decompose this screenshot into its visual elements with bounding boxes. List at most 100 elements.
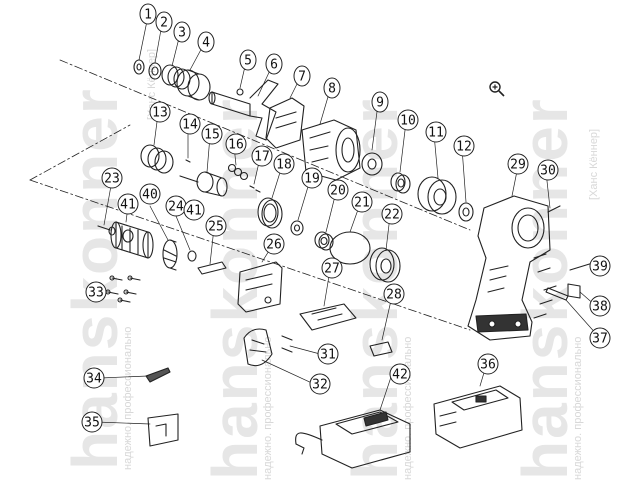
part-25-brush-plate [197, 261, 227, 275]
part-11-ring-gear [417, 176, 457, 215]
callout-number: 39 [592, 260, 608, 275]
callout-number: 5 [244, 54, 252, 69]
callout-6: 6 [265, 53, 283, 75]
callout-number: 27 [324, 262, 340, 277]
callout-number: 9 [376, 96, 384, 111]
callout-25: 25 [205, 215, 227, 237]
callout-number: 22 [384, 208, 400, 223]
callout-24: 24 [165, 195, 187, 217]
callout-26: 26 [263, 233, 285, 255]
assembly-axis-lower [29, 124, 131, 181]
part-14-pin [185, 159, 191, 163]
callout-38: 38 [589, 295, 611, 317]
callout-number: 4 [202, 36, 210, 51]
part-7-hammer [265, 97, 305, 149]
callout-11: 11 [425, 121, 447, 143]
callout-2: 2 [155, 11, 173, 33]
callout-10: 10 [397, 109, 419, 131]
callout-14: 14 [179, 113, 201, 135]
callout-12: 12 [453, 135, 475, 157]
callout-number: 7 [298, 70, 306, 85]
part-12-washer [458, 202, 474, 222]
callout-number: 16 [228, 138, 244, 153]
callout-number: 36 [480, 358, 496, 373]
callout-20: 20 [327, 179, 349, 201]
callout-41: 41 [183, 199, 205, 221]
callout-33: 33 [85, 281, 107, 303]
callout-number: 17 [254, 150, 270, 165]
zoom-in-icon[interactable] [488, 80, 506, 98]
callout-29: 29 [507, 153, 529, 175]
callout-4: 4 [197, 31, 215, 53]
part-27-control-board [299, 303, 357, 331]
part-40-rotor [110, 221, 154, 259]
callout-17: 17 [251, 145, 273, 167]
callout-13: 13 [149, 101, 171, 123]
callout-number: 35 [84, 416, 100, 431]
part-17-pins [249, 185, 261, 193]
part-24-fan [162, 239, 178, 271]
callout-28: 28 [383, 283, 405, 305]
callout-number: 19 [304, 172, 320, 187]
callout-number: 3 [178, 26, 186, 41]
callout-16: 16 [225, 133, 247, 155]
callout-number: 10 [400, 114, 416, 129]
callout-35: 35 [81, 411, 103, 433]
part-38-clamp [567, 283, 581, 299]
callout-number: 30 [540, 164, 556, 179]
part-41-bearing-left [122, 229, 134, 243]
callout-number: 41 [120, 198, 136, 213]
part-6-anvil [208, 79, 279, 141]
callout-number: 6 [270, 58, 278, 73]
callout-31: 31 [317, 343, 339, 365]
callout-number: 25 [208, 220, 224, 235]
callout-number: 12 [456, 140, 472, 155]
callout-number: 33 [88, 286, 104, 301]
callout-number: 31 [320, 348, 336, 363]
callout-number: 21 [354, 196, 370, 211]
callout-number: 2 [160, 16, 168, 31]
callout-number: 24 [168, 200, 184, 215]
part-18-ring [257, 197, 283, 229]
callout-19: 19 [301, 167, 323, 189]
callout-1: 1 [139, 3, 157, 25]
part-34-belt-clip [145, 367, 171, 383]
part-30-screw [547, 205, 561, 213]
callout-18: 18 [273, 153, 295, 175]
callout-number: 28 [386, 288, 402, 303]
callout-number: 38 [592, 300, 608, 315]
callout-32: 32 [309, 373, 331, 395]
callout-27: 27 [321, 257, 343, 279]
callout-34: 34 [83, 367, 105, 389]
part-19-washer [290, 220, 304, 236]
callout-9: 9 [371, 91, 389, 113]
part-4-sleeve [176, 69, 211, 101]
part-13-spring [140, 144, 174, 174]
callout-number: 37 [592, 332, 608, 347]
callout-number: 18 [276, 158, 292, 173]
callout-number: 20 [330, 184, 346, 199]
callout-number: 14 [182, 118, 198, 133]
part-22-gear-cover [369, 247, 401, 283]
callout-23: 23 [101, 167, 123, 189]
part-32-rear-cover [243, 328, 273, 367]
callout-7: 7 [293, 65, 311, 87]
assembly-axis-upper [59, 59, 471, 231]
callout-number: 42 [392, 368, 408, 383]
callout-number: 8 [328, 82, 336, 97]
part-15-spindle [179, 171, 228, 197]
callout-37: 37 [589, 327, 611, 349]
callout-number: 23 [104, 172, 120, 187]
callout-number: 13 [152, 106, 168, 121]
part-16-planet-gears [227, 163, 249, 181]
callout-number: 26 [266, 238, 282, 253]
callout-8: 8 [323, 77, 341, 99]
part-9-washer [361, 152, 383, 176]
callout-number: 34 [86, 372, 102, 387]
callout-21: 21 [351, 191, 373, 213]
part-29-main-housing [467, 195, 551, 341]
callout-42: 42 [389, 363, 411, 385]
part-26-switch-assembly [237, 261, 283, 313]
callout-15: 15 [201, 123, 223, 145]
